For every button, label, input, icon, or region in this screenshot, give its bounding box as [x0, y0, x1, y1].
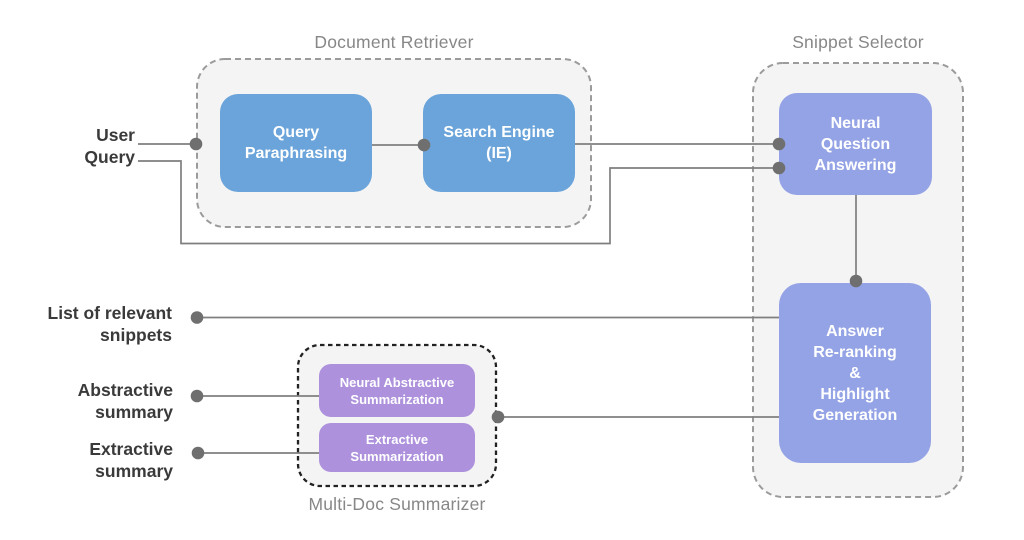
node-neural-abstractive-summarization: Neural Abstractive Summarization — [319, 364, 475, 417]
group-title-multi-doc-summarizer: Multi-Doc Summarizer — [308, 494, 486, 514]
node-query-paraphrasing: Query Paraphrasing — [220, 94, 372, 192]
group-title-snippet-selector: Snippet Selector — [792, 32, 924, 52]
junction-dot — [189, 137, 203, 151]
label-extractive-summary: Extractive summary — [89, 439, 173, 481]
junction-dot — [190, 311, 204, 324]
junction-dot — [190, 389, 204, 403]
label-list-of-relevant-snippets: List of relevant snippets — [47, 303, 172, 345]
node-search-engine: Search Engine (IE) — [423, 94, 575, 192]
label-user-query: User Query — [84, 125, 135, 167]
group-title-document-retriever: Document Retriever — [314, 32, 474, 52]
label-abstractive-summary: Abstractive summary — [77, 380, 173, 422]
node-extractive-summarization: Extractive Summarization — [319, 423, 475, 472]
junction-dot — [191, 446, 205, 460]
junction-dot — [491, 410, 505, 424]
node-answer-reranking-highlight-generation: Answer Re-ranking & Highlight Generation — [779, 283, 931, 463]
node-neural-question-answering: Neural Question Answering — [779, 93, 932, 195]
